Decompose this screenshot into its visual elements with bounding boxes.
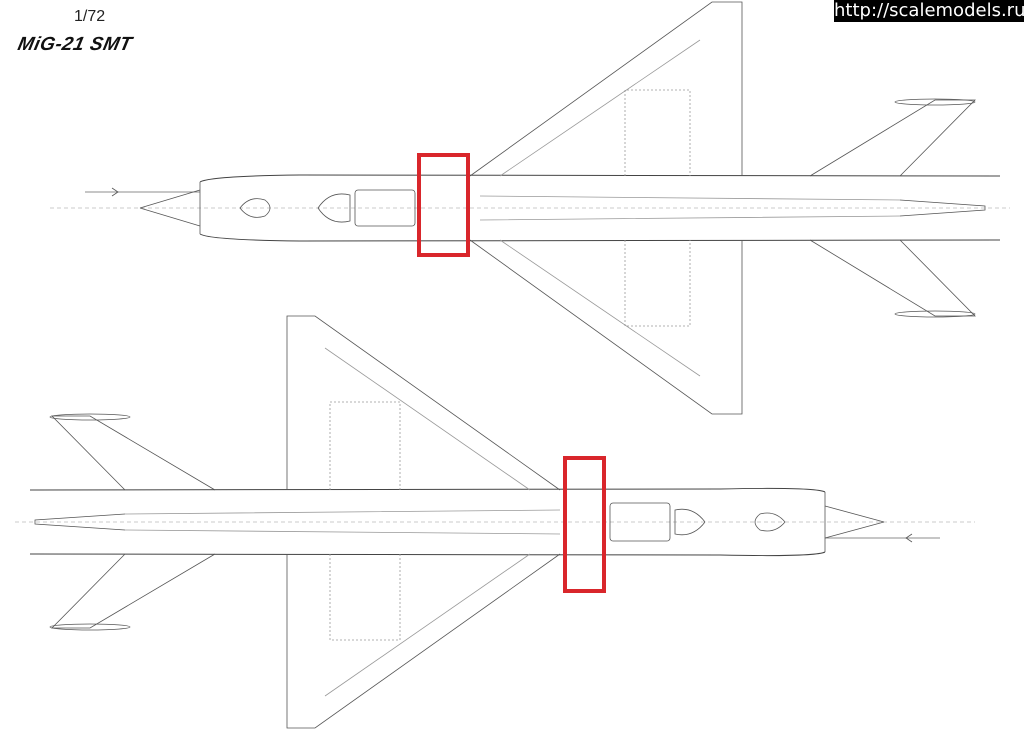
scale-label: 1/72: [74, 8, 106, 25]
highlight-box-upper: [417, 153, 470, 257]
lower-aircraft-view: [15, 315, 975, 729]
upper-aircraft-view: [50, 1, 1010, 415]
watermark-url[interactable]: http://scalemodels.ru: [834, 0, 1024, 22]
highlight-box-lower: [563, 456, 606, 593]
